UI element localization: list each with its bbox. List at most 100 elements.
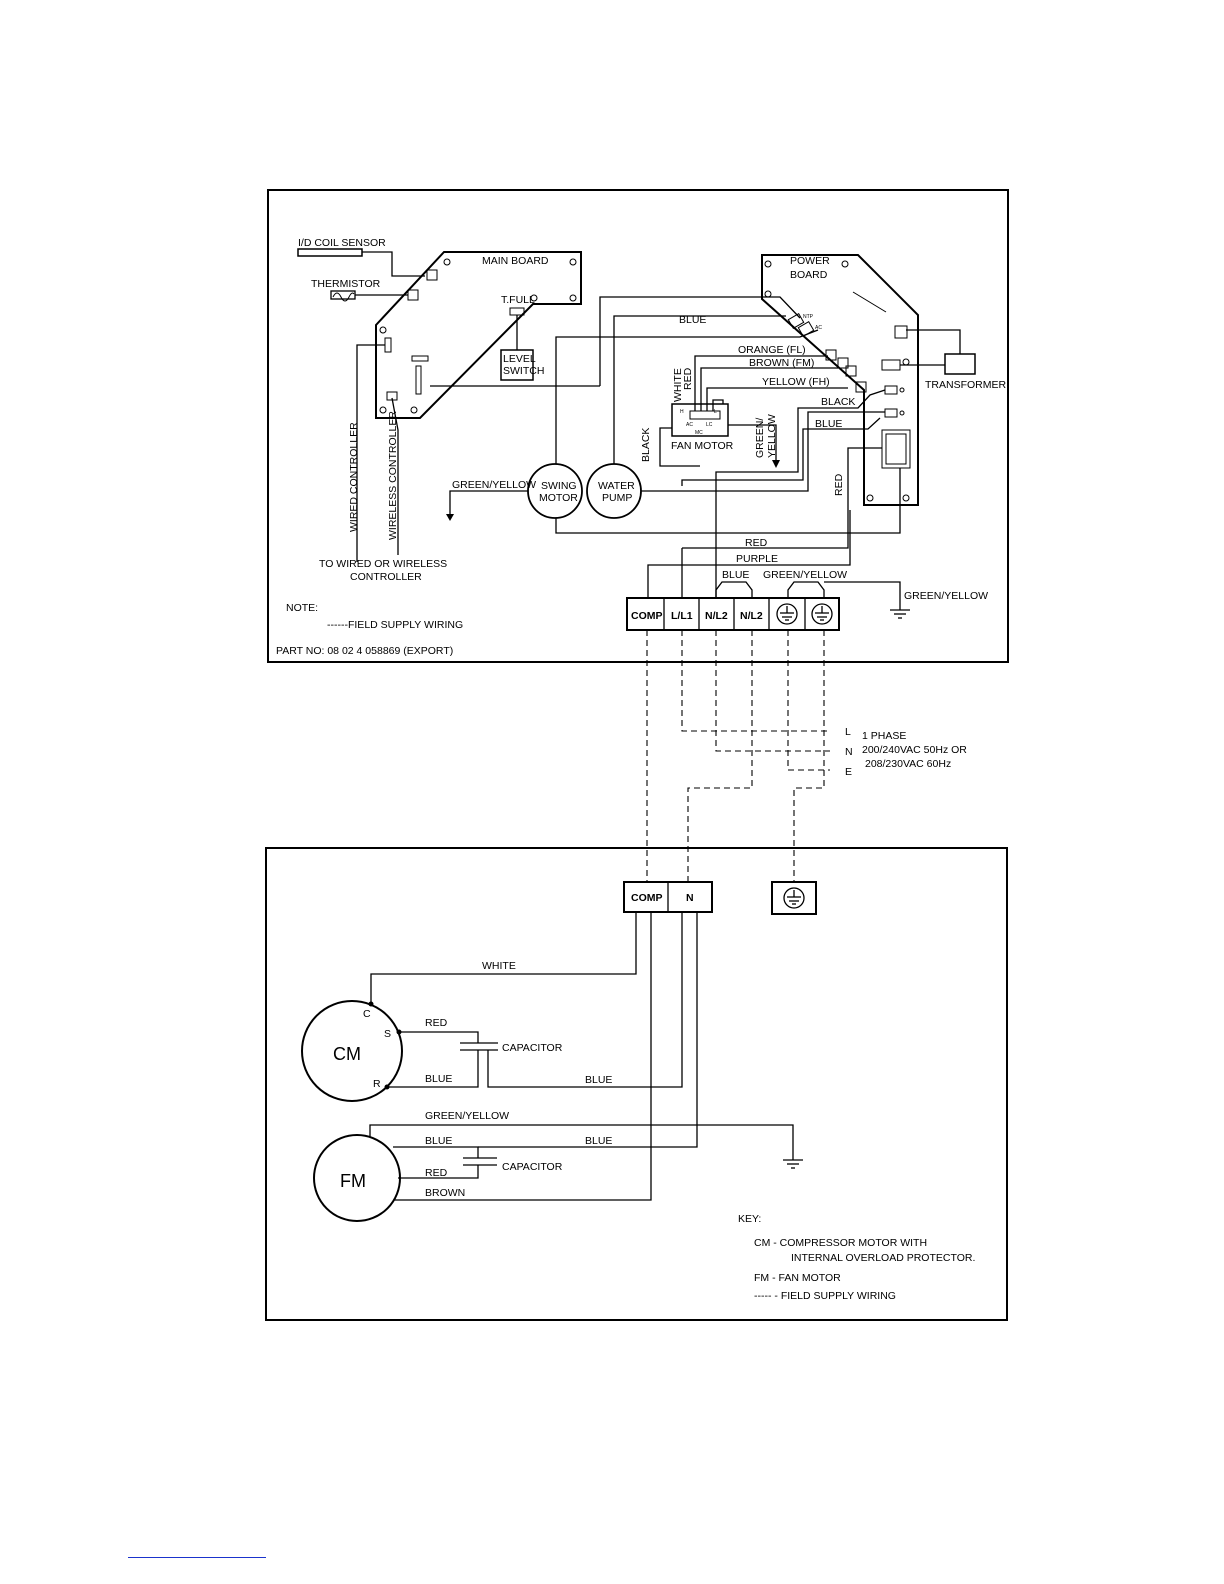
swing-ground-arrow [446, 514, 454, 521]
indoor-unit-panel: I/D COIL SENSOR THERMISTOR MAIN BOARD T.… [267, 189, 1009, 663]
part-number: PART NO: 08 02 4 058869 (EXPORT) [276, 645, 453, 657]
ground-symbol-indoor [890, 609, 910, 619]
key-fm: FM - FAN MOTOR [754, 1272, 841, 1284]
supply-l-label: L [845, 726, 851, 738]
to-controller-label-1: TO WIRED OR WIRELESS [319, 558, 447, 570]
power-board-label-1: POWER [790, 255, 830, 267]
wire-green-yellow-ground-label: GREEN/YELLOW [904, 590, 988, 602]
outdoor-unit-panel: COMP N CM C S R WHITE RED CAPACITOR BL [265, 847, 1008, 1321]
power-board [761, 254, 919, 506]
ground-terminal-icon [811, 603, 833, 625]
supply-phase-label: 1 PHASE [862, 730, 906, 742]
coil-sensor-lead [362, 251, 425, 277]
water-pump-wire [613, 315, 786, 464]
compressor-motor [301, 1000, 403, 1102]
wired-controller-wire [356, 344, 385, 555]
wire-red-fm-label: RED [425, 1167, 448, 1179]
fan-motor [671, 403, 729, 437]
fan-motor-pin-mc: MC [695, 430, 703, 436]
wire-brown-fm [700, 367, 838, 411]
wire-black [715, 389, 886, 478]
outdoor-unit-frame [265, 847, 1008, 1321]
wire-blue-cm-right [487, 912, 683, 1088]
supply-voltage-1: 200/240VAC 50Hz OR [862, 744, 967, 756]
wire-blue-top-2 [555, 329, 819, 410]
fm-label: FM [340, 1171, 366, 1191]
power-board-label-2: BOARD [790, 269, 828, 281]
wire-brown-fm [394, 912, 652, 1201]
wired-controller-label: WIRED CONTROLLER [348, 422, 360, 532]
transformer [944, 353, 976, 375]
capacitor-cm-label: CAPACITOR [502, 1042, 563, 1054]
terminal-comp: COMP [631, 610, 663, 622]
comp-relay [881, 429, 911, 469]
wire-brown-fm-label: BROWN (FM) [749, 357, 814, 369]
footer-rule [128, 1557, 266, 1558]
wire-white [370, 912, 637, 1004]
main-board [375, 251, 582, 419]
wire-purple-label: PURPLE [736, 553, 778, 565]
fan-ground-arrow [772, 460, 780, 468]
main-board-label: MAIN BOARD [482, 255, 549, 267]
key-cm-1: CM - COMPRESSOR MOTOR WITH [754, 1237, 927, 1249]
fan-black-wire [659, 427, 700, 467]
terminal-n-l2-b: N/L2 [740, 610, 763, 622]
fan-motor-pin-ac: AC [686, 422, 693, 428]
wire-blue-cm [387, 1050, 479, 1088]
water-pump-label-1: WATER [598, 480, 635, 492]
wireless-controller-wire [391, 397, 399, 555]
wire-blue-top [599, 296, 801, 386]
thermistor-label: THERMISTOR [311, 278, 381, 290]
wire-orange-fl [694, 355, 828, 411]
swing-green-yellow-wire [449, 490, 528, 516]
field-wire-n [715, 630, 830, 752]
wire-green-yellow-left-label: GREEN/YELLOW [452, 479, 536, 491]
level-switch-label-1: LEVEL [503, 353, 536, 365]
fan-ground-wire [728, 424, 777, 462]
field-wire-e2 [793, 630, 825, 882]
coil-sensor-label: I/D COIL SENSOR [298, 237, 386, 249]
terminal-n-l2-a: N/L2 [705, 610, 728, 622]
wire-red-right [682, 447, 882, 549]
cm-pin-r: R [373, 1078, 381, 1090]
coil-sensor-icon [297, 248, 363, 257]
wire-blue-fm-right [478, 912, 698, 1148]
wire-white-label-out: WHITE [482, 960, 516, 972]
wire-red-label: RED [682, 367, 694, 390]
wire-red-cm [399, 1031, 479, 1043]
wire-black-v-label: BLACK [640, 428, 652, 462]
outdoor-terminal-block: COMP N [623, 881, 713, 913]
wire-yellow-fh-label: YELLOW (FH) [762, 376, 830, 388]
note-text: ------FIELD SUPPLY WIRING [327, 619, 463, 631]
wire-red-right-label: RED [833, 473, 845, 496]
wire-red-cm-label: RED [425, 1017, 448, 1029]
water-pump-label-2: PUMP [602, 492, 632, 504]
to-controller-label-2: CONTROLLER [350, 571, 422, 583]
wire-blue-top-label: BLUE [679, 314, 706, 326]
wire-blue-jumper [715, 581, 753, 598]
wire-blue-mid-label: BLUE [815, 418, 842, 430]
fan-motor-pin-l: L [714, 409, 717, 415]
supply-e-label: E [845, 766, 852, 778]
indoor-unit-frame [267, 189, 1009, 663]
level-switch-label-2: SWITCH [503, 365, 544, 377]
thermistor-wave [332, 292, 355, 302]
wire-black-label: BLACK [821, 396, 855, 408]
board-mark-ntp: NTP [803, 314, 814, 320]
field-wire-l [681, 630, 830, 732]
wire-blue-mid [681, 417, 881, 486]
key-title: KEY: [738, 1213, 761, 1225]
ground-symbol-outdoor [783, 1159, 803, 1169]
swing-motor-label-2: MOTOR [539, 492, 578, 504]
fan-motor-pin-lc: LC [706, 422, 713, 428]
wire-blue-fm [393, 1146, 479, 1158]
capacitor-cm-icon [460, 1042, 498, 1051]
terminal-l-l1: L/L1 [671, 610, 693, 622]
wire-yellow-fh [706, 387, 848, 411]
field-wire-e [787, 630, 830, 771]
wire-blue-cm-right-label: BLUE [585, 1074, 612, 1086]
ground-terminal-icon [776, 603, 798, 625]
fan-motor-label: FAN MOTOR [671, 440, 734, 452]
capacitor-fm-icon [463, 1157, 497, 1166]
